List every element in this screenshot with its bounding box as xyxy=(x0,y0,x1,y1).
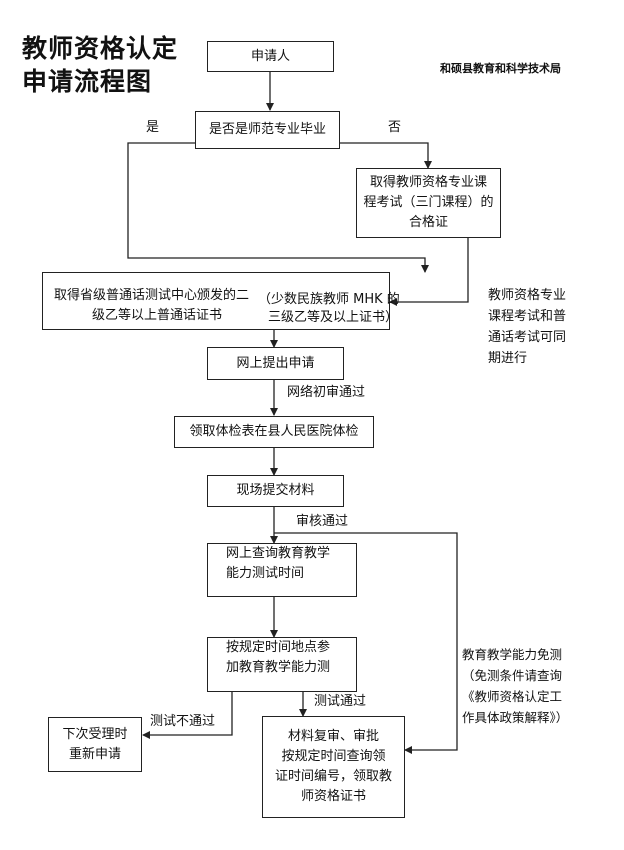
arrow-course-putonghua xyxy=(389,238,469,306)
next-time-line-1: 下次受理时 xyxy=(62,726,128,742)
note-simultaneous-line-2: 课程考试和普 xyxy=(488,309,567,324)
course-exam-line-1: 取得教师资格专业课 xyxy=(369,175,487,190)
node-physical-exam: 领取体检表在县人民医院体检 xyxy=(174,416,374,448)
label-online-pass: 网络初审通过 xyxy=(287,385,366,400)
node-course-exam: 取得教师资格专业课 程考试（三门课程）的 合格证 xyxy=(356,168,501,238)
putonghua-minority-line-2: 三级乙等及以上证书） xyxy=(268,310,399,325)
note-exemption-line-1: 教育教学能力免测 xyxy=(462,647,563,662)
line-exemption-path xyxy=(274,532,458,754)
node-putonghua xyxy=(42,272,390,330)
query-test-time-line-2: 能力测试时间 xyxy=(226,566,305,581)
note-simultaneous-line-4: 期进行 xyxy=(488,351,528,366)
diagram-title: 教师资格认定 申请流程图 xyxy=(22,32,192,98)
label-test-pass: 测试通过 xyxy=(314,694,367,709)
node-final: 材料复审、审批 按规定时间查询领 证时间编号，领取教 师资格证书 xyxy=(262,716,405,818)
final-line-2: 按规定时间查询领 xyxy=(281,749,386,764)
note-exemption-line-2: （免测条件请查询 xyxy=(462,668,563,683)
putonghua-main-line-1: 取得省级普通话测试中心颁发的二 xyxy=(54,288,250,303)
title-line-1: 教师资格认定 xyxy=(22,34,179,63)
node-applicant: 申请人 xyxy=(207,41,334,72)
label-yes: 是 xyxy=(146,120,160,135)
question-label: 是否是师范专业毕业 xyxy=(208,122,326,137)
physical-exam-label: 领取体检表在县人民医院体检 xyxy=(189,424,359,439)
label-test-fail: 测试不通过 xyxy=(150,714,216,729)
note-exemption-line-3: 《教师资格认定工 xyxy=(462,689,563,704)
node-online-apply: 网上提出申请 xyxy=(207,347,344,380)
next-time-line-2: 重新申请 xyxy=(68,746,121,762)
label-no: 否 xyxy=(388,120,402,135)
node-query-test-time: 网上查询教育教学 能力测试时间 xyxy=(207,543,357,597)
final-line-3: 证时间编号，领取教 xyxy=(274,769,392,784)
ability-test-line-2: 加教育教学能力测 xyxy=(226,660,331,675)
note-exemption: 教育教学能力免测 （免测条件请查询 《教师资格认定工 作具体政策解释》） xyxy=(462,644,568,728)
note-simultaneous-line-3: 通话考试可同 xyxy=(488,330,567,345)
label-review-pass: 审核通过 xyxy=(296,514,349,529)
node-ability-test: 按规定时间地点参 加教育教学能力测 xyxy=(207,637,357,692)
node-question: 是否是师范专业毕业 xyxy=(195,111,340,149)
ability-test-line-1: 按规定时间地点参 xyxy=(226,640,331,655)
node-submit-materials: 现场提交材料 xyxy=(207,475,344,507)
applicant-label: 申请人 xyxy=(250,48,290,64)
final-line-4: 师资格证书 xyxy=(300,789,366,804)
title-line-2: 申请流程图 xyxy=(22,67,153,96)
note-simultaneous-line-1: 教师资格专业 xyxy=(488,288,567,303)
organization-name: 和硕县教育和科学技术局 xyxy=(440,62,561,75)
arrow-test-fail xyxy=(142,692,233,739)
note-simultaneous: 教师资格专业 课程考试和普 通话考试可同 期进行 xyxy=(488,285,566,369)
final-line-1: 材料复审、审批 xyxy=(287,729,379,744)
node-next-time: 下次受理时 重新申请 xyxy=(48,717,142,772)
course-exam-line-3: 合格证 xyxy=(408,215,448,230)
query-test-time-line-1: 网上查询教育教学 xyxy=(226,546,331,561)
putonghua-minority-line-1: （少数民族教师 MHK 的 xyxy=(258,292,400,307)
submit-materials-label: 现场提交材料 xyxy=(236,483,315,498)
arrow-no-branch xyxy=(340,142,432,169)
line-yes-branch xyxy=(127,142,429,273)
course-exam-line-2: 程考试（三门课程）的 xyxy=(363,195,494,210)
putonghua-main-line-2: 级乙等以上普通话证书 xyxy=(92,308,223,323)
online-apply-label: 网上提出申请 xyxy=(236,355,315,371)
note-exemption-line-4: 作具体政策解释》） xyxy=(462,710,569,725)
